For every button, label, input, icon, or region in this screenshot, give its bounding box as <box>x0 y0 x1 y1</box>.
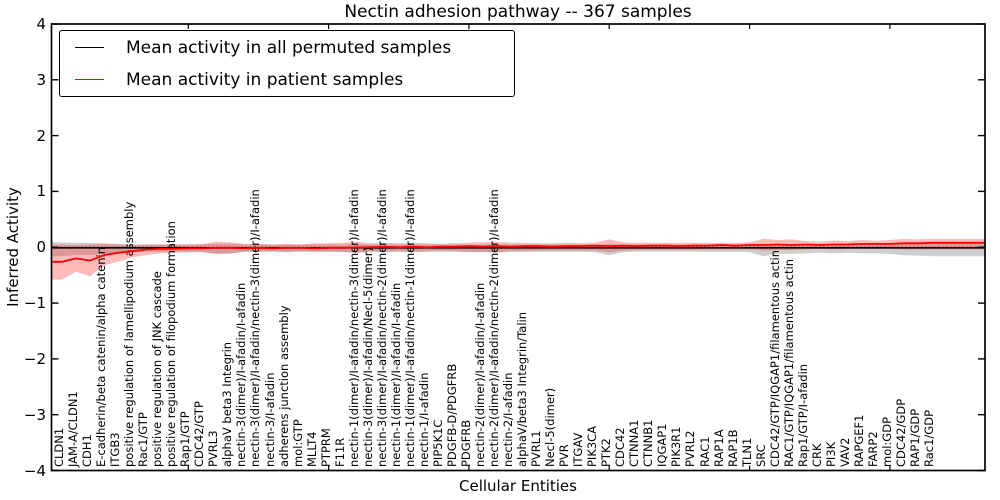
x-tick-label: CTNNB1 <box>641 419 656 467</box>
x-tick-label: Rap1/GTP <box>178 411 193 467</box>
x-tick-label: FARP2 <box>865 431 880 467</box>
x-tick-label: PI3K <box>823 441 838 467</box>
y-tick-label: 1 <box>36 182 46 201</box>
x-tick-label: adherens junction assembly <box>276 305 291 467</box>
legend-box: Mean activity in all permuted samples Me… <box>59 30 515 97</box>
x-tick-label: nectin-1(dimer)/I-afadin/nectin-3(dimer)… <box>346 189 361 467</box>
x-tick-label: JAM-A/CLDN1 <box>66 391 80 467</box>
x-tick-label: CDH1 <box>80 434 95 467</box>
x-tick-label: IQGAP1 <box>655 423 670 467</box>
x-tick-label: CTNNA1 <box>627 419 642 467</box>
x-tick-label: RAP1B <box>725 429 740 467</box>
x-tick-label: TLN1 <box>739 437 754 467</box>
x-axis-title: Cellular Entities <box>459 477 577 495</box>
x-tick-label: nectin-1(dimer)/I-afadin/nectin-1(dimer)… <box>402 189 417 467</box>
x-tick-label: Necl-5(dimer) <box>543 387 558 467</box>
x-tick-label: Rap1/GTP/I-afadin <box>795 363 810 467</box>
x-tick-label: CDC42/GTP <box>192 401 207 467</box>
x-tick-label: CDC42/GDP <box>893 398 908 467</box>
y-tick-label: 2 <box>36 126 46 145</box>
x-tick-label: nectin-3(dimer)/I-afadin/nectin-2(dimer)… <box>374 189 389 467</box>
x-tick-label: ITGAV <box>571 432 586 467</box>
x-tick-label: positive regulation of lamellipodium ass… <box>122 201 137 467</box>
y-tick-label: −1 <box>23 294 46 313</box>
legend-label-patient: Mean activity in patient samples <box>126 69 404 90</box>
x-tick-label: CDC42 <box>613 427 628 467</box>
x-tick-label: PTK2 <box>599 438 614 467</box>
x-tick-label: nectin-2/I-afadin <box>501 372 515 468</box>
x-tick-label: PDGFB-D/PDGFRB <box>444 363 459 467</box>
x-tick-label: PTPRM <box>318 428 333 467</box>
x-tick-label: nectin-2(dimer)/I-afadin/I-afadin <box>473 282 487 467</box>
legend-row-permuted: Mean activity in all permuted samples <box>60 32 514 64</box>
x-tick-label: PVRL2 <box>683 430 698 467</box>
x-tick-label: CLDN1 <box>52 427 66 467</box>
y-tick-label: −4 <box>23 461 46 480</box>
legend-row-patient: Mean activity in patient samples <box>60 64 514 96</box>
x-tick-label: positive regulation of JNK cascade <box>150 271 165 467</box>
x-tick-label: RAP1/GDP <box>908 408 922 467</box>
x-tick-label: PVRL3 <box>206 430 221 467</box>
x-tick-label: RAC1 <box>697 436 712 467</box>
x-tick-label: alphaV beta3 Integrin <box>220 341 235 467</box>
x-tick-label: RAC1/GTP/IQGAP1/filamentous actin <box>781 259 796 467</box>
x-tick-label: CRK <box>809 443 824 467</box>
chart-title: Nectin adhesion pathway -- 367 samples <box>344 2 692 22</box>
x-tick-label: nectin-3(dimer)/I-afadin/Necl-5(dimer) <box>360 247 375 467</box>
y-tick-label: 3 <box>36 70 46 89</box>
x-tick-label: PIK3R1 <box>669 426 684 468</box>
x-tick-label: PIK3CA <box>585 425 600 467</box>
y-tick-label: 0 <box>36 238 46 257</box>
x-tick-label: nectin-1(dimer)/I-afadin/I-afadin <box>388 282 403 467</box>
x-tick-label: Rac1/GDP <box>922 409 936 467</box>
x-tick-label: Rac1/GTP <box>136 412 151 467</box>
x-tick-label: PVR <box>557 444 572 467</box>
x-tick-label: nectin-3/I-afadin <box>262 372 277 468</box>
x-tick-label: VAV2 <box>837 437 852 467</box>
permuted-line-swatch <box>75 47 104 48</box>
x-tick-label: RAP1A <box>711 429 726 467</box>
x-tick-label: F11R <box>332 437 347 467</box>
x-tick-label: RAPGEF1 <box>851 414 866 467</box>
x-tick-label: mol:GDP <box>879 416 894 467</box>
x-tick-label: nectin-1/I-afadin <box>416 372 431 468</box>
x-tick-label: PIP5K1C <box>430 419 445 467</box>
x-tick-label: positive regulation of filopodium format… <box>164 221 179 467</box>
y-tick-label: 4 <box>36 15 46 33</box>
patient-line-swatch <box>75 79 104 80</box>
x-tick-label: nectin-3(dimer)/I-afadin/nectin-3(dimer)… <box>248 189 263 467</box>
y-tick-label: −3 <box>23 405 46 424</box>
x-tick-label: E-cadherin/beta catenin/alpha catenin <box>94 247 109 467</box>
x-tick-label: SRC <box>753 444 768 467</box>
x-tick-label: nectin-2(dimer)/I-afadin/nectin-2(dimer)… <box>487 189 501 467</box>
x-tick-label: ITGB3 <box>108 432 123 467</box>
x-tick-label: PDGFRB <box>458 419 473 467</box>
x-tick-label: CDC42/GTP/IQGAP1/filamentous actin <box>767 249 782 467</box>
x-tick-label: PVRL1 <box>529 430 544 467</box>
x-tick-label: nectin-3(dimer)/I-afadin/I-afadin <box>234 282 249 467</box>
x-tick-label: alphaV/beta3 Integrin/Talin <box>515 311 530 467</box>
x-tick-label: MLLT4 <box>304 431 319 468</box>
y-tick-label: −2 <box>23 349 46 368</box>
x-tick-label: mol:GTP <box>290 419 305 467</box>
legend-label-permuted: Mean activity in all permuted samples <box>126 37 452 58</box>
